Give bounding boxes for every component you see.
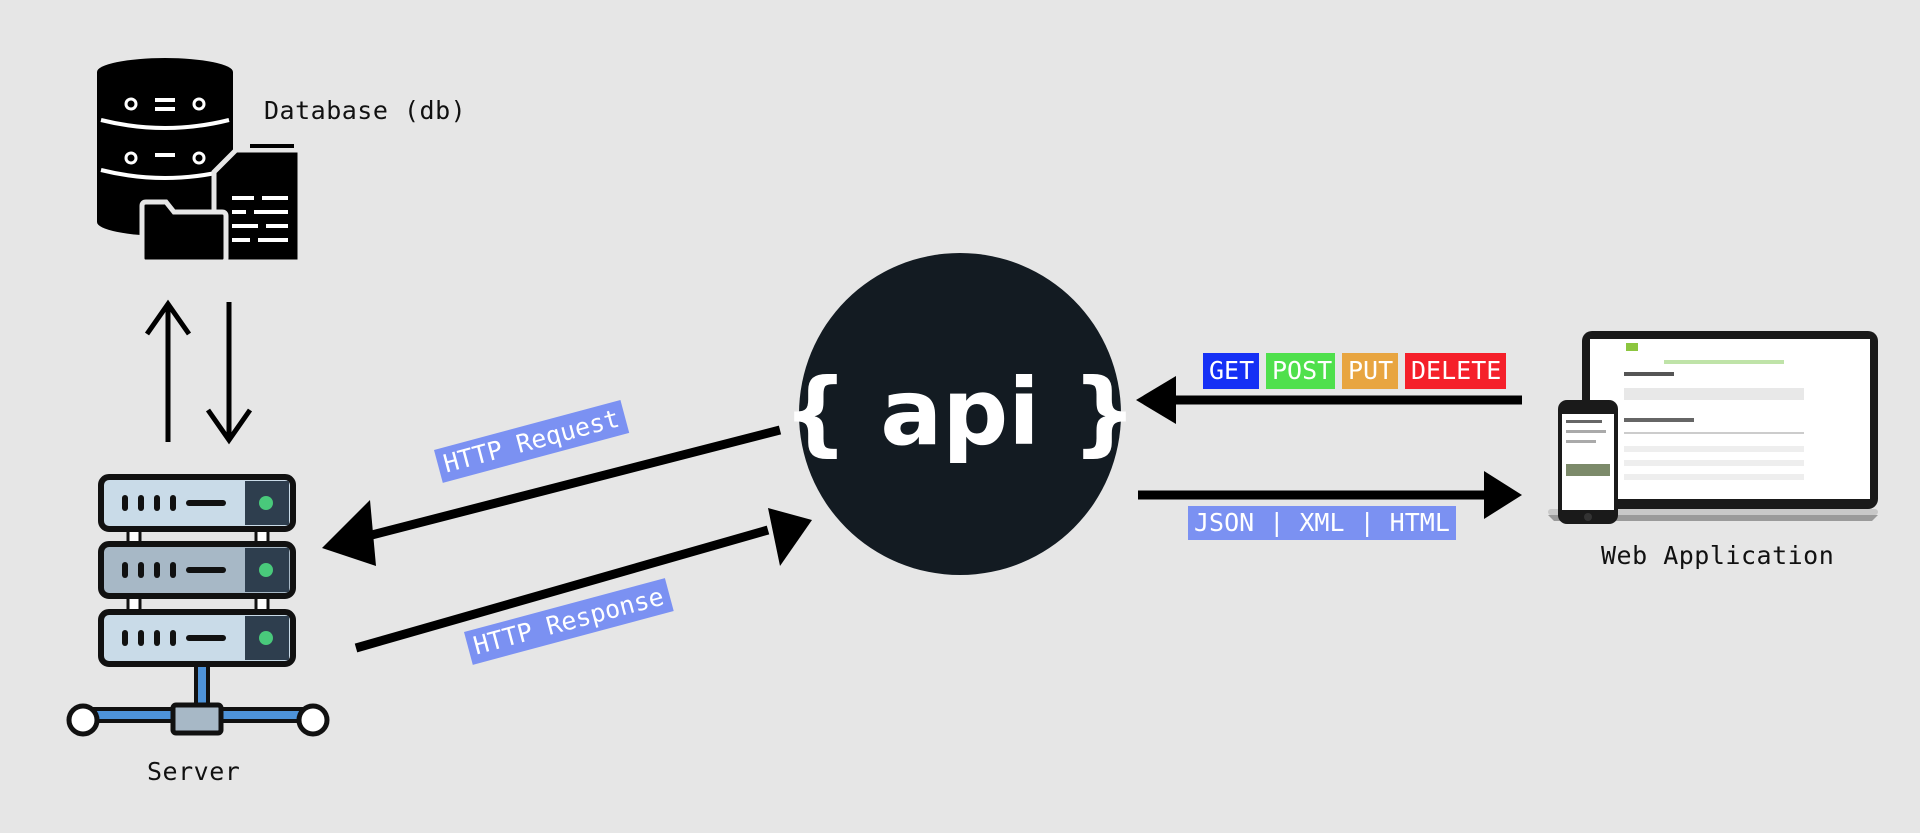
response-arrow bbox=[354, 508, 812, 653]
web-application-label: Web Application bbox=[1601, 541, 1835, 570]
method-delete-badge: DELETE bbox=[1405, 353, 1506, 389]
request-arrow bbox=[322, 425, 782, 566]
formats-arrow bbox=[1138, 471, 1522, 519]
methods-arrow bbox=[1136, 376, 1522, 424]
method-get-badge: GET bbox=[1203, 353, 1259, 389]
server-icon bbox=[66, 474, 330, 737]
method-put-badge: PUT bbox=[1342, 353, 1398, 389]
method-post-badge: POST bbox=[1266, 353, 1335, 389]
api-node: { api } bbox=[783, 253, 1138, 575]
api-label: { api } bbox=[783, 359, 1138, 466]
database-icon bbox=[97, 58, 303, 265]
database-label: Database (db) bbox=[264, 96, 467, 125]
server-label: Server bbox=[147, 757, 241, 786]
formats-label: JSON | XML | HTML bbox=[1188, 506, 1456, 540]
web-application-icon bbox=[1548, 331, 1878, 524]
db-server-arrows bbox=[144, 299, 253, 445]
